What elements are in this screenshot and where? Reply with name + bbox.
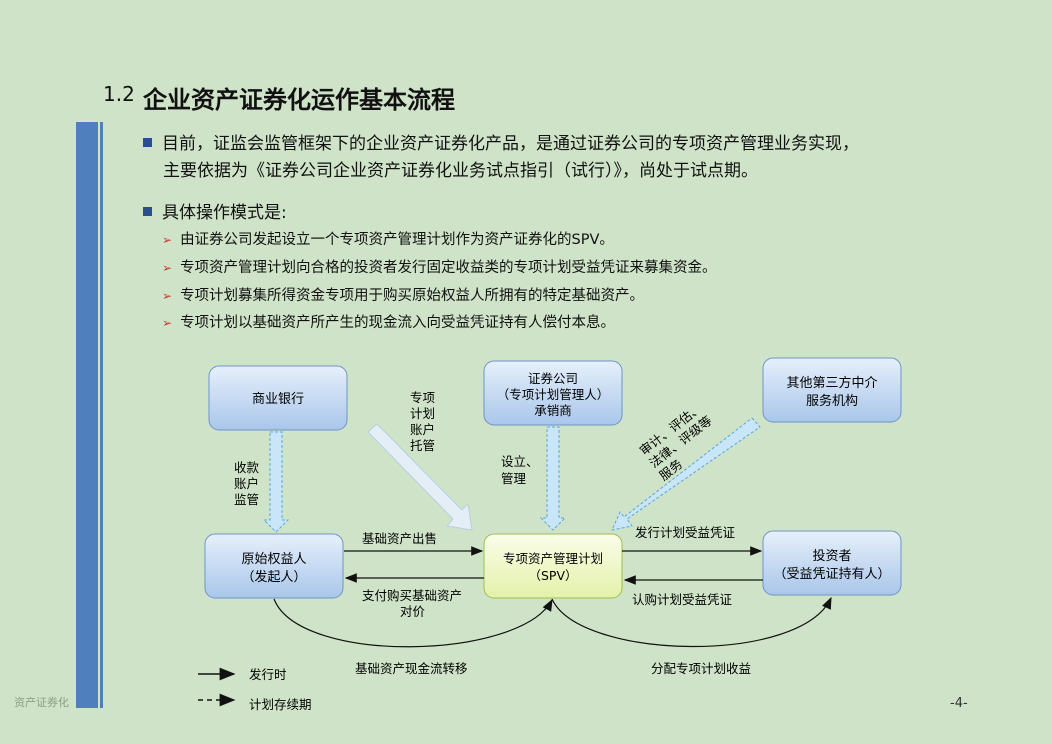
arrow-bullet-icon: ➢ — [162, 261, 173, 275]
box-orig-label-2: （发起人） — [241, 569, 306, 585]
box-orig-label-1: 原始权益人 — [241, 551, 306, 567]
svg-text:审计、评估、 法律、评级等: 审计、评估、 法律、评级等 服务 — [637, 398, 728, 484]
label-setup: 设立、 管理 — [501, 454, 543, 486]
sub-bullet: ➢ 专项计划募集所得资金专项用于购买原始权益人所拥有的特定基础资产。 — [162, 286, 644, 306]
left-accent-line — [100, 122, 103, 708]
arrow-bullet-icon: ➢ — [162, 233, 173, 247]
sub-bullet: ➢ 专项资产管理计划向合格的投资者发行固定收益类的专项计划受益凭证来募集资金。 — [162, 258, 717, 278]
sub-bullet-text: 专项计划募集所得资金专项用于购买原始权益人所拥有的特定基础资产。 — [180, 288, 645, 304]
arc-distribute — [551, 596, 832, 648]
label-issue: 发行计划受益凭证 — [635, 525, 736, 540]
label-audit: 审计、评估、 法律、评级等 服务 — [637, 398, 728, 484]
footer-watermark: 资产证券化 — [14, 696, 69, 709]
bullet-text: 主要依据为《证券公司企业资产证券化业务试点指引（试行）》，尚处于试点期。 — [163, 161, 758, 181]
box-broker — [483, 360, 623, 426]
legend-dash-label: 计划存续期 — [249, 697, 312, 712]
box-broker-label-2: （专项计划管理人） — [497, 387, 610, 402]
label-custody: 专项 计划 账户 托管 — [410, 390, 439, 453]
sub-bullet: ➢ 专项计划以基础资产所产生的现金流入向受益凭证持有人偿付本息。 — [162, 313, 615, 333]
label-collect: 收款 账户 监管 — [234, 460, 263, 507]
box-investor — [762, 530, 902, 596]
box-spv — [483, 533, 623, 599]
box-spv-label-1: 专项资产管理计划 — [503, 551, 603, 566]
box-inv-label-2: （受益凭证持有人） — [773, 567, 890, 582]
sub-bullet-text: 专项计划以基础资产所产生的现金流入向受益凭证持有人偿付本息。 — [180, 315, 616, 331]
left-accent-bar — [76, 122, 98, 708]
arrow-bullet-icon: ➢ — [162, 289, 173, 303]
label-cashflow: 基础资产现金流转移 — [355, 661, 468, 676]
box-broker-label-1: 证券公司 — [528, 371, 578, 386]
dashed-arrow-bank-originator — [262, 431, 290, 533]
bullet-text: 具体操作模式是: — [162, 203, 287, 223]
box-originator — [204, 533, 344, 599]
hollow-arrow-custody — [367, 423, 473, 531]
bullet-current-status: 目前，证监会监管框架下的企业资产证券化产品，是通过证券公司的专项资产管理业务实现… — [143, 131, 983, 185]
arrow-bullet-icon: ➢ — [162, 316, 173, 330]
bullet-operation-mode: 具体操作模式是: — [143, 200, 287, 227]
square-bullet-icon — [143, 138, 152, 147]
sub-bullet: ➢ 由证券公司发起设立一个专项资产管理计划作为资产证券化的SPV。 — [162, 230, 614, 250]
label-subscribe: 认购计划受益凭证 — [632, 592, 733, 607]
box-third-label-1: 其他第三方中介 — [786, 375, 877, 391]
box-inv-label-1: 投资者 — [812, 548, 851, 564]
arc-cashflow — [273, 598, 553, 648]
sub-bullet-text: 由证券公司发起设立一个专项资产管理计划作为资产证券化的SPV。 — [180, 232, 614, 248]
square-bullet-icon — [143, 207, 152, 216]
box-bank-label: 商业银行 — [252, 392, 304, 407]
label-sell: 基础资产出售 — [362, 531, 437, 546]
label-distribute: 分配专项计划收益 — [651, 661, 751, 676]
section-number: 1.2 — [103, 82, 135, 106]
box-spv-label-2: （SPV） — [528, 568, 577, 583]
label-pay-2: 对价 — [400, 604, 426, 619]
sub-bullet-text: 专项资产管理计划向合格的投资者发行固定收益类的专项计划受益凭证来募集资金。 — [180, 260, 717, 276]
label-pay-1: 支付购买基础资产 — [362, 588, 462, 603]
bullet-text: 目前，证监会监管框架下的企业资产证券化产品，是通过证券公司的专项资产管理业务实现… — [162, 134, 859, 154]
box-broker-label-3: 承销商 — [534, 403, 572, 418]
box-bank — [208, 365, 348, 431]
dashed-arrow-third-spv — [611, 417, 761, 531]
box-third-label-2: 服务机构 — [806, 393, 858, 409]
page-title: 企业资产证券化运作基本流程 — [143, 86, 455, 114]
dashed-arrow-broker-spv — [539, 426, 567, 531]
box-third-party — [762, 357, 902, 423]
page-number: -4- — [950, 696, 968, 711]
legend-solid-label: 发行时 — [249, 667, 287, 682]
